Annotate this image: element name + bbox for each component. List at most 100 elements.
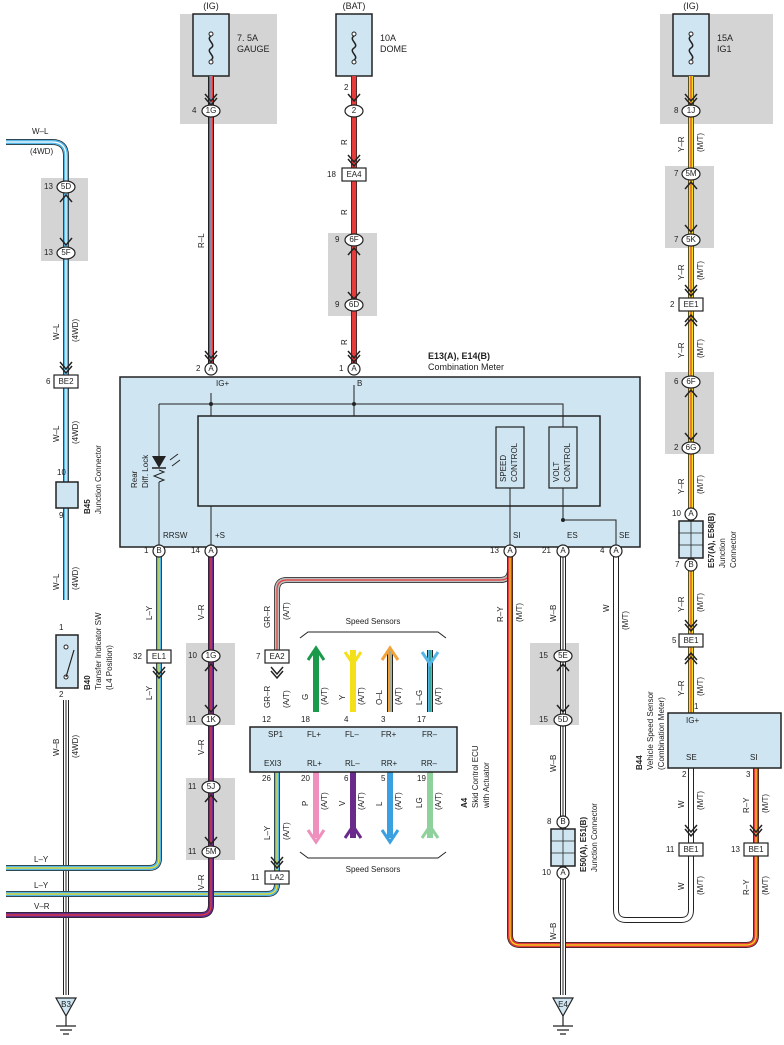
e50-name: Junction Connector <box>590 803 599 872</box>
wire-l: L <box>375 801 384 806</box>
ground-b3 <box>54 997 78 1035</box>
pin-2-vss: 2 <box>682 770 687 779</box>
skid-sp1: SP1 <box>268 730 284 739</box>
conn-be2: BE2 <box>58 377 74 386</box>
pin-20: 20 <box>301 774 310 783</box>
wire-at-1: (A/T) <box>282 602 291 620</box>
wire-mt-w2: (M/T) <box>696 790 705 810</box>
wire-4wd-b: (4WD) <box>71 420 80 444</box>
wire-ly-3: L–Y <box>263 825 272 840</box>
pin-1-b: 1 <box>339 364 344 373</box>
pin-15-5e: 15 <box>539 651 548 660</box>
wire-rl: R–L <box>197 233 206 248</box>
conn-5m: 5M <box>685 169 697 178</box>
wire-w-2: W <box>677 800 686 808</box>
ground-e4 <box>551 997 575 1035</box>
pin-a-s: A <box>208 546 214 555</box>
conn-5e: 5E <box>558 651 568 660</box>
pin-10-e57: 10 <box>672 509 681 518</box>
wire-mt-w: (M/T) <box>621 610 630 630</box>
conn-1k: 1K <box>206 715 216 724</box>
wire-yr-3: Y–R <box>677 342 686 358</box>
pin-7b: 7 <box>674 235 679 244</box>
sensor-arrows <box>306 645 440 845</box>
wire-mt-2: (M/T) <box>696 260 705 280</box>
pin-10-1g: 10 <box>188 651 197 660</box>
pin-9-b45: 9 <box>59 511 64 520</box>
conn-be1-c: BE1 <box>748 845 764 854</box>
pin-1-b40: 1 <box>59 623 64 632</box>
wire-w-1: W <box>602 604 611 612</box>
wire-r-2: R <box>340 209 349 215</box>
wire-mt-ry3: (M/T) <box>761 875 770 895</box>
wire-grr-2: GR–R <box>263 685 272 708</box>
skid-flm: FL– <box>345 730 359 739</box>
e57-pin-a: A <box>688 509 694 518</box>
pin-1-vss: 1 <box>694 702 699 711</box>
fuse-ig1-name: IG1 <box>717 44 732 54</box>
skid-name-2: with Actuator <box>482 762 491 808</box>
conn-6f-right: 6F <box>686 377 696 386</box>
wire-wb-1: W–B <box>549 604 558 622</box>
wire-mt-1: (M/T) <box>696 132 705 152</box>
speed-control-2: CONTROL <box>510 442 519 482</box>
rear-label-2: Diff. Lock <box>141 454 150 488</box>
pin-a-es: A <box>560 546 566 555</box>
pin-4-se: 4 <box>600 546 605 555</box>
wire-4wd-d: (4WD) <box>71 734 80 758</box>
pin-11-la2: 11 <box>251 873 260 882</box>
pin-a-si: A <box>507 546 513 555</box>
wire-vr-3: V–R <box>197 874 206 890</box>
pin-13-si: 13 <box>490 546 499 555</box>
conn-2: 2 <box>351 106 357 115</box>
pin-7-ea2: 7 <box>256 652 261 661</box>
pin-6-skid: 6 <box>344 774 349 783</box>
wire-at-l: (A/T) <box>394 792 403 810</box>
wires <box>6 76 759 995</box>
connector-chevrons <box>59 93 763 870</box>
vehicle-speed-sensor <box>667 712 782 769</box>
fuse-dome-source: (BAT) <box>342 1 366 11</box>
pin-11-5j: 11 <box>188 782 197 791</box>
meter-rrsw: RRSW <box>163 531 188 540</box>
skid-name-1: Skid Control ECU <box>471 745 480 808</box>
wire-r-3: R <box>340 339 349 345</box>
wire-mt-ry: (M/T) <box>515 602 524 622</box>
volt-control-2: CONTROL <box>563 442 572 482</box>
pin-4-skid: 4 <box>344 715 349 724</box>
e57-name-2: Connector <box>729 531 738 568</box>
conn-1g: 1G <box>205 106 217 115</box>
pin-8-e50: 8 <box>547 817 552 826</box>
meter-si: SI <box>513 531 521 540</box>
fuse-gauge-name: GAUGE <box>237 44 270 54</box>
conn-6f: 6F <box>349 235 359 244</box>
wire-yr-1: Y–R <box>677 136 686 152</box>
wire-ly-2: L–Y <box>145 685 154 700</box>
pin-17-skid: 17 <box>417 715 426 724</box>
skid-frp: FR+ <box>381 730 397 739</box>
fuse-gauge <box>192 13 230 77</box>
conn-5j: 5J <box>206 782 216 791</box>
pin-3-skid: 3 <box>381 715 386 724</box>
skid-rrm: RR– <box>421 759 438 768</box>
wire-at-g: (A/T) <box>320 687 329 705</box>
wire-mt-ry2: (M/T) <box>761 793 770 813</box>
wire-yr-2: Y–R <box>677 264 686 280</box>
pin-2-6g: 2 <box>674 443 679 452</box>
junction-b45 <box>55 481 79 509</box>
wire-mt-3: (M/T) <box>696 338 705 358</box>
wire-mt-w3: (M/T) <box>696 875 705 895</box>
wire-4wd-c: (4WD) <box>71 566 80 590</box>
pin-10-e50: 10 <box>542 868 551 877</box>
pin-5-skid: 5 <box>381 774 386 783</box>
transfer-indicator-switch <box>55 634 79 689</box>
meter-name: Combination Meter <box>428 362 505 372</box>
wire-ly-1: L–Y <box>145 605 154 620</box>
combination-meter <box>119 376 641 548</box>
wire-grr-1: GR–R <box>263 605 272 628</box>
pin-4: 4 <box>192 106 197 115</box>
skid-code: A4 <box>460 797 469 808</box>
pin-11-1k: 11 <box>188 715 197 724</box>
pin-a-se: A <box>613 546 619 555</box>
skid-frm: FR– <box>422 730 438 739</box>
